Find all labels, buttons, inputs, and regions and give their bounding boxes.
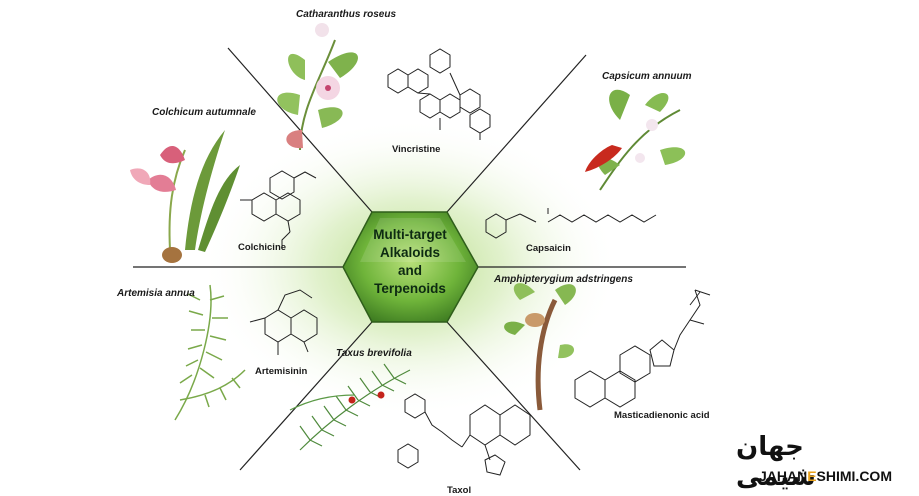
compound-label-masticadienonic-acid: Masticadienonic acid [614, 410, 710, 421]
compound-label-taxol: Taxol [447, 485, 472, 496]
compound-label-capsaicin: Capsaicin [526, 243, 571, 254]
capsaicin-structure [485, 208, 657, 239]
artemisinin-structure [249, 289, 318, 355]
center-title-line: and [397, 263, 422, 278]
compound-label-artemisinin: Artemisinin [255, 366, 308, 377]
species-label-catharanthus: Catharanthus roseus [296, 9, 397, 20]
divider-bottom-right [446, 321, 581, 471]
colchicine-structure [240, 170, 317, 248]
logo-latin-e: E [807, 468, 817, 484]
species-label-capsicum: Capsicum annuum [602, 71, 692, 82]
colchicum-plant-illustration [130, 130, 240, 263]
artemisia-plant-illustration [174, 284, 246, 421]
watermark-logo: جهان شیمی JAHANESHIMI.COM [736, 430, 896, 492]
taxus-berry-icon [348, 396, 356, 404]
masticadienonic-acid-structure [574, 289, 711, 408]
species-label-taxus: Taxus brevifolia [336, 348, 412, 359]
vincristine-structure [387, 48, 491, 140]
capsicum-plant-illustration [585, 89, 686, 191]
taxol-structure [397, 393, 531, 476]
divider-top-left [227, 47, 373, 213]
logo-latin-suffix: SHIMI.COM [816, 468, 892, 484]
logo-persian-text: جهان شیمی [736, 432, 817, 492]
catharanthus-plant-illustration [277, 23, 358, 151]
center-title-line: Multi-target [373, 227, 447, 242]
center-title-line: Terpenoids [374, 281, 446, 296]
species-label-amphipterygium: Amphipterygium adstringens [494, 274, 633, 285]
amphipterygium-plant-illustration [504, 283, 576, 411]
logo-latin-prefix: JAHAN [758, 468, 808, 484]
divider-top-right [446, 54, 587, 213]
divider-bottom-left [239, 321, 373, 471]
compound-label-colchicine: Colchicine [238, 242, 287, 253]
center-title: Multi-target Alkaloids and Terpenoids [345, 226, 475, 298]
logo-latin-text: JAHANESHIMI.COM [759, 468, 892, 484]
taxus-plant-illustration [289, 363, 411, 451]
center-hexagon [342, 211, 479, 323]
center-title-line: Alkaloids [379, 245, 441, 260]
species-label-artemisia: Artemisia annua [117, 288, 195, 299]
center-hexagon-sheen [360, 218, 466, 262]
divider-lines [133, 47, 686, 471]
species-label-colchicum: Colchicum autumnale [152, 107, 256, 118]
compound-label-vincristine: Vincristine [392, 144, 441, 155]
taxus-berry-icon [377, 391, 385, 399]
